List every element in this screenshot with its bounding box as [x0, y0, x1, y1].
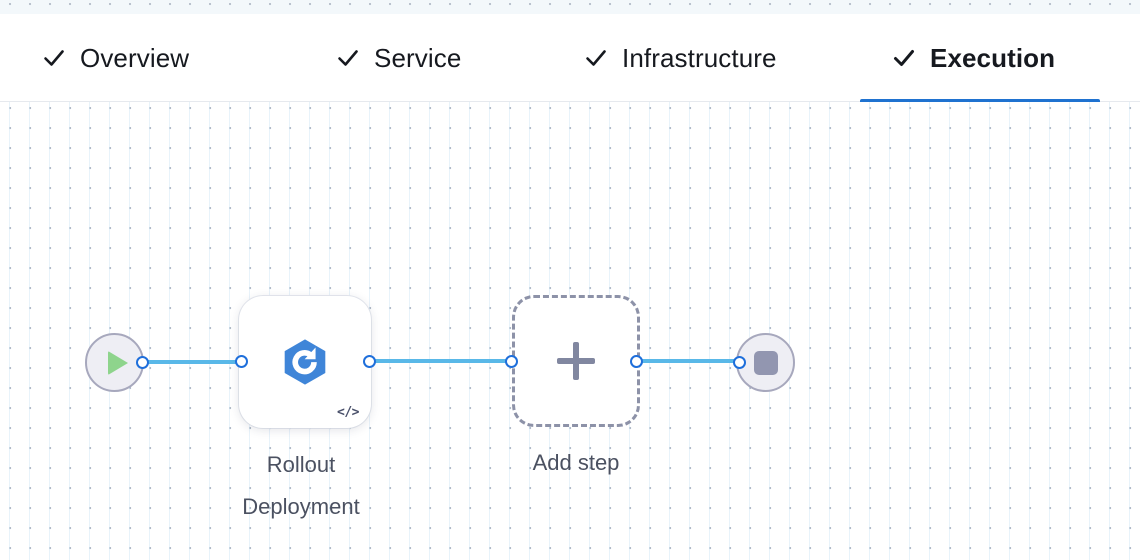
add-step-input-handle[interactable]: [505, 355, 518, 368]
end-node-input-handle[interactable]: [733, 356, 746, 369]
rollout-deployment-node-label: Rollout Deployment: [242, 452, 360, 520]
plus-icon: [557, 342, 595, 380]
check-icon: [336, 46, 360, 70]
pipeline-canvas[interactable]: </> Rollout Deployment Add step: [0, 102, 1140, 560]
pipeline-add-step-node[interactable]: [512, 295, 640, 427]
tab-service[interactable]: Service: [330, 14, 467, 102]
pipeline-tab-bar: Overview Service Infrastructure Executio…: [0, 14, 1140, 103]
pipeline-start-node[interactable]: [85, 333, 144, 392]
tab-execution[interactable]: Execution: [860, 14, 1100, 103]
rollout-node-input-handle[interactable]: [235, 355, 248, 368]
play-icon: [107, 350, 128, 375]
tab-label: Execution: [930, 43, 1056, 73]
tab-overview[interactable]: Overview: [36, 14, 195, 102]
tab-infrastructure[interactable]: Infrastructure: [578, 14, 783, 102]
tab-label: Service: [374, 43, 462, 73]
canvas-top-peek-strip: [0, 0, 1140, 14]
check-icon: [892, 46, 916, 70]
stop-icon: [753, 350, 778, 375]
rollout-node-output-handle[interactable]: [363, 355, 376, 368]
check-icon: [584, 46, 608, 70]
tab-label: Overview: [80, 43, 190, 73]
code-icon: </>: [337, 405, 359, 420]
start-node-output-handle[interactable]: [136, 356, 149, 369]
tab-active-underline: [860, 99, 1100, 103]
rollout-deployment-icon: [280, 337, 330, 387]
pipeline-step-node-rollout-deployment[interactable]: </>: [239, 296, 371, 428]
add-step-output-handle[interactable]: [630, 355, 643, 368]
tab-label: Infrastructure: [622, 43, 777, 73]
add-step-node-label: Add step: [532, 450, 620, 475]
check-icon: [42, 46, 66, 70]
